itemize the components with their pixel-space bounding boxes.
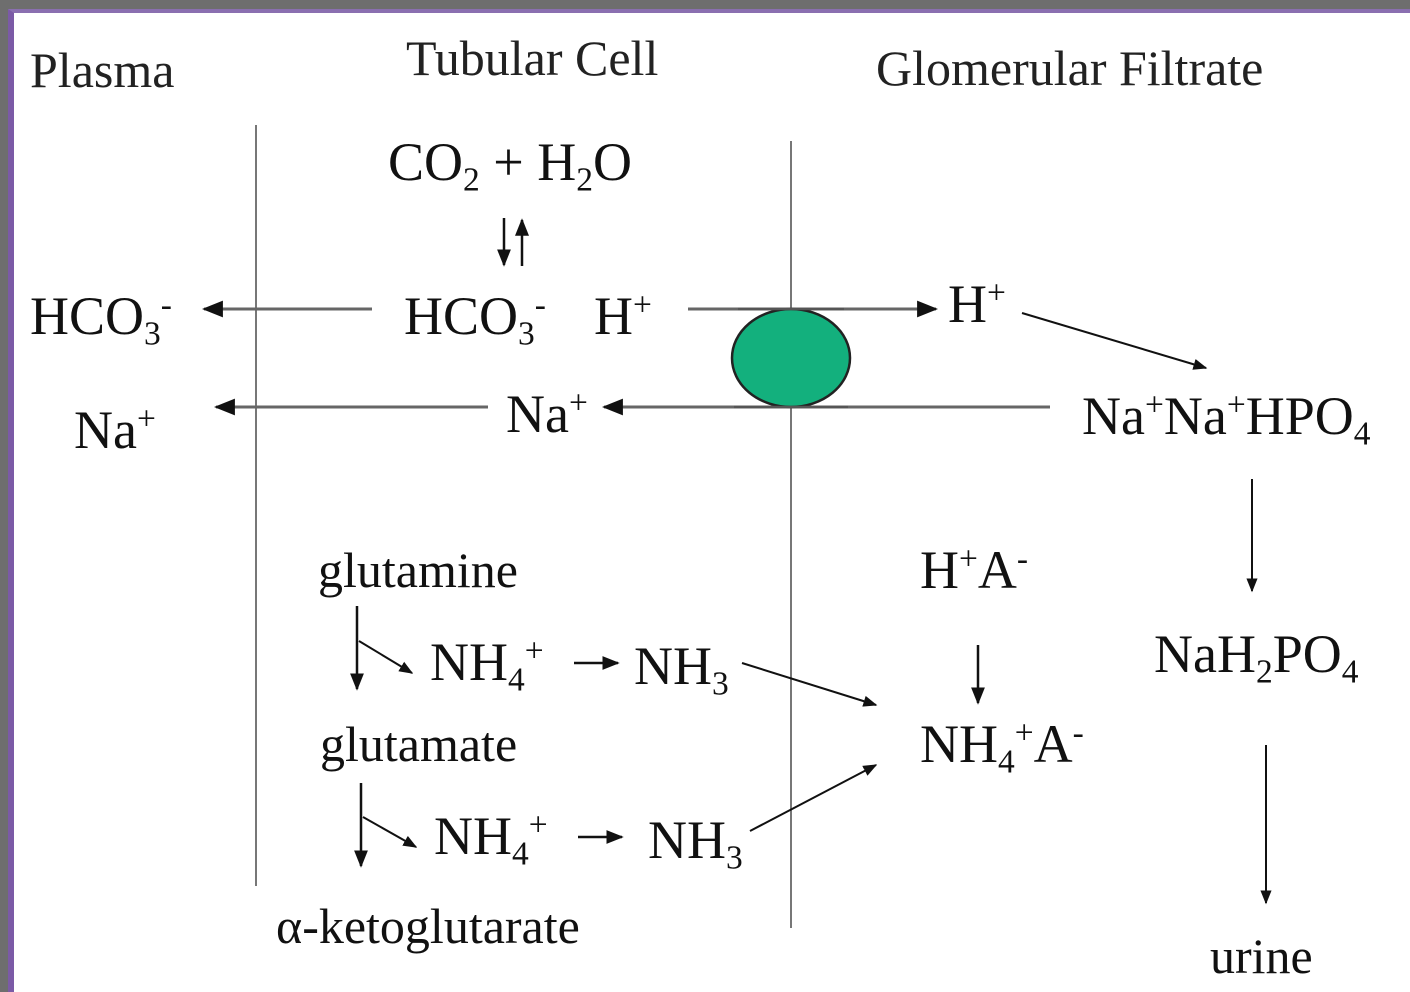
nh4a-label: NH4+A- <box>920 714 1084 781</box>
nh4-label-2: NH4+ <box>434 806 548 873</box>
arrow-nh3-2-to-nh4a <box>749 764 878 832</box>
header-glomerular-filtrate: Glomerular Filtrate <box>876 40 1264 96</box>
na2hpo4-label: Na+Na+HPO4 <box>1082 386 1371 453</box>
alpha-ketoglutarate-label: α-ketoglutarate <box>276 898 580 954</box>
co2-h2o-label: CO2 + H2O <box>388 132 632 199</box>
h-cell-label: H+ <box>594 286 652 346</box>
nah2po4-label: NaH2PO4 <box>1154 624 1359 691</box>
ha-label: H+A- <box>920 540 1029 600</box>
nh3-label-2: NH3 <box>648 810 743 877</box>
hco3-cell-label: HCO3- <box>404 286 546 353</box>
arrow-h-to-phosphate <box>1021 312 1208 370</box>
urine-label: urine <box>1210 928 1313 984</box>
header-tubular-cell: Tubular Cell <box>406 30 659 86</box>
header-plasma: Plasma <box>30 42 175 98</box>
na-cell-label: Na+ <box>506 384 588 444</box>
glutamate-label: glutamate <box>320 716 518 772</box>
na-h-exchanger <box>730 307 852 409</box>
glutamine-label: glutamine <box>318 542 518 598</box>
diagram-connectors <box>201 125 1272 928</box>
hco3-plasma-label: HCO3- <box>30 286 172 353</box>
nh3-label-1: NH3 <box>634 636 729 703</box>
h-filtrate-label: H+ <box>948 274 1006 334</box>
na-plasma-label: Na+ <box>74 400 156 460</box>
arrow-glutamate-to-nh4 <box>362 816 418 848</box>
diagram-panel: Plasma Tubular Cell Glomerular Filtrate … <box>8 9 1410 992</box>
arrow-glutamine-to-nh4 <box>358 640 414 674</box>
arrow-nh3-1-to-nh4a <box>741 662 878 707</box>
nh4-label-1: NH4+ <box>430 632 544 699</box>
